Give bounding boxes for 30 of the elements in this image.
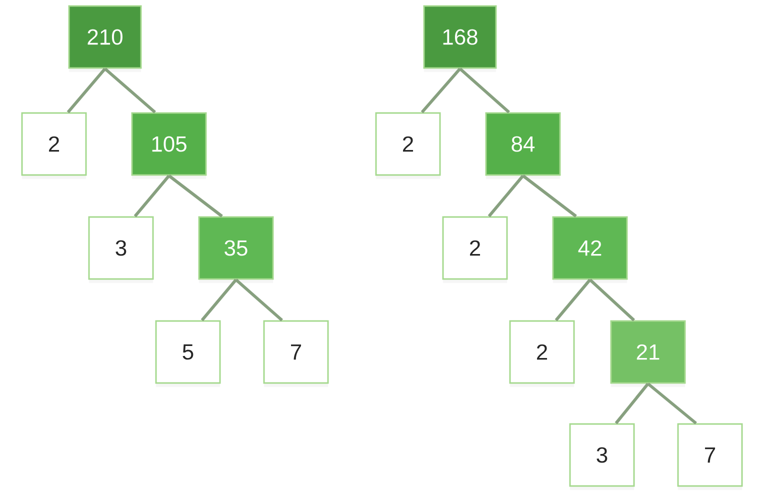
connector-line [647, 382, 697, 424]
connector-line [66, 68, 106, 114]
connector-line [614, 382, 650, 424]
factor-box: 2 [21, 112, 87, 179]
connector-line [200, 278, 238, 322]
composite-number-box: 84 [485, 112, 561, 179]
connector-line [235, 278, 283, 322]
composite-number-box: 105 [131, 112, 207, 179]
factor-box: 5 [155, 320, 221, 387]
connector-line [488, 174, 524, 218]
factor-box: 3 [88, 216, 154, 283]
composite-number-box: 210 [68, 5, 142, 72]
connector-line [168, 174, 223, 218]
factor-box: 7 [677, 423, 743, 490]
composite-number-box: 21 [610, 320, 686, 387]
factor-box: 2 [375, 112, 441, 179]
connector-line [522, 174, 577, 218]
connector-line [134, 174, 170, 218]
factor-box: 3 [569, 423, 635, 490]
factor-box: 2 [442, 216, 508, 283]
connector-line [554, 278, 592, 322]
factor-box: 7 [263, 320, 329, 387]
composite-number-box: 168 [423, 5, 497, 72]
composite-number-box: 35 [198, 216, 274, 283]
connector-line [104, 68, 156, 114]
connector-line [588, 278, 636, 322]
connector-line [420, 68, 462, 114]
composite-number-box: 42 [552, 216, 628, 283]
connector-line [459, 68, 510, 114]
factor-box: 2 [509, 320, 575, 387]
